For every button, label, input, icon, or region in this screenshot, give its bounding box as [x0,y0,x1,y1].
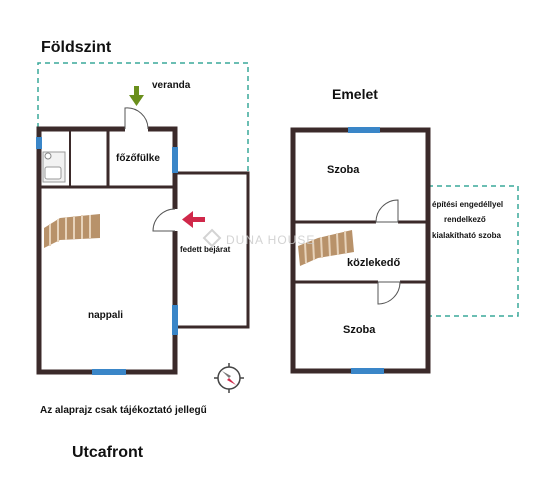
door-swing-icon [124,107,149,130]
hallway-label: közlekedő [347,257,400,269]
disclaimer-text: Az alaprajz csak tájékoztató jellegű [40,405,207,416]
window [172,305,178,335]
window [36,137,42,149]
living-room-label: nappali [88,310,123,321]
stairs-icon [298,230,354,266]
window [172,147,178,173]
room-top-label: Szoba [327,164,360,176]
veranda-label: veranda [152,80,191,91]
extension-label-line2: rendelkező [444,215,486,224]
extension-outline [428,185,519,317]
compass-icon [214,363,244,393]
entry-arrow-green-icon [129,86,144,106]
door-swing-icon [375,199,399,223]
room-bottom-label: Szoba [343,324,376,336]
covered-entrance-walls [173,171,250,329]
bathroom-fixture-icon [42,151,66,183]
ground-floor-heading: Földszint [41,39,112,56]
street-front-heading: Utcafront [72,444,144,461]
door-swing-icon [152,208,176,232]
watermark: DUNA HOUSE [202,228,315,248]
upper-floor-heading: Emelet [332,86,378,102]
veranda-outline [37,62,249,186]
door-swing-icon [377,281,401,305]
watermark-text: DUNA HOUSE [226,233,315,247]
extension-label-line1: építési engedéllyel [432,200,503,209]
window [351,368,384,374]
window [92,369,126,375]
extension-label-line3: kialakítható szoba [432,231,501,240]
kitchenette-label: főzőfülke [116,153,160,164]
entry-arrow-red-icon [182,211,205,228]
covered-entrance-label: fedett bejárat [180,245,231,254]
stairs-icon [44,214,100,248]
window [348,127,380,133]
